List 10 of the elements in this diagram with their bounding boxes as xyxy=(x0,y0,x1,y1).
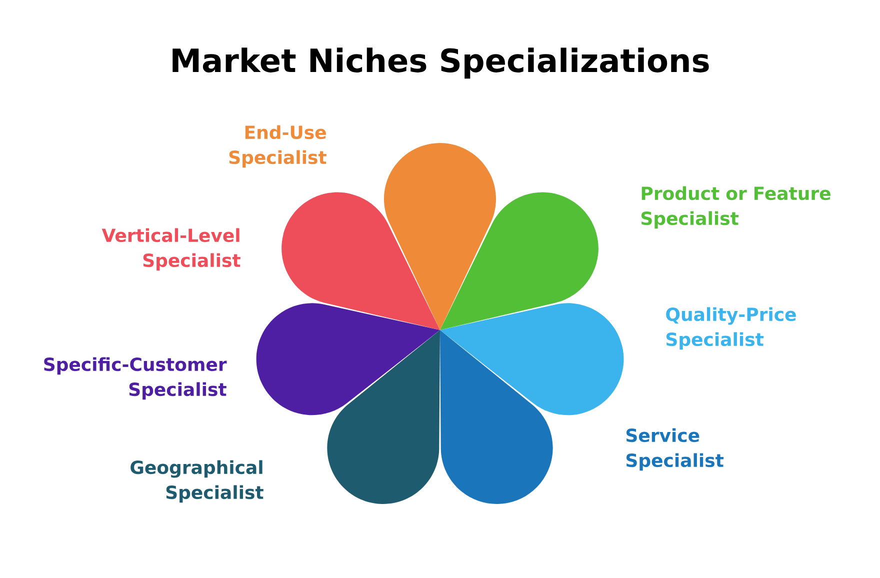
category-label: Specific-Customer Specialist xyxy=(44,357,227,400)
petal xyxy=(384,143,496,330)
category-label: Quality-Price Specialist xyxy=(666,307,796,350)
category-label: End-Use Specialist xyxy=(229,125,326,168)
category-label: Vertical-Level Specialist xyxy=(102,228,240,271)
category-label: Service Specialist xyxy=(626,428,724,471)
title: Market Niches Specializations xyxy=(172,48,709,79)
category-label: Product or Feature Specialist xyxy=(642,186,830,229)
petal xyxy=(440,330,553,504)
category-label: Geographical Specialist xyxy=(130,460,264,503)
